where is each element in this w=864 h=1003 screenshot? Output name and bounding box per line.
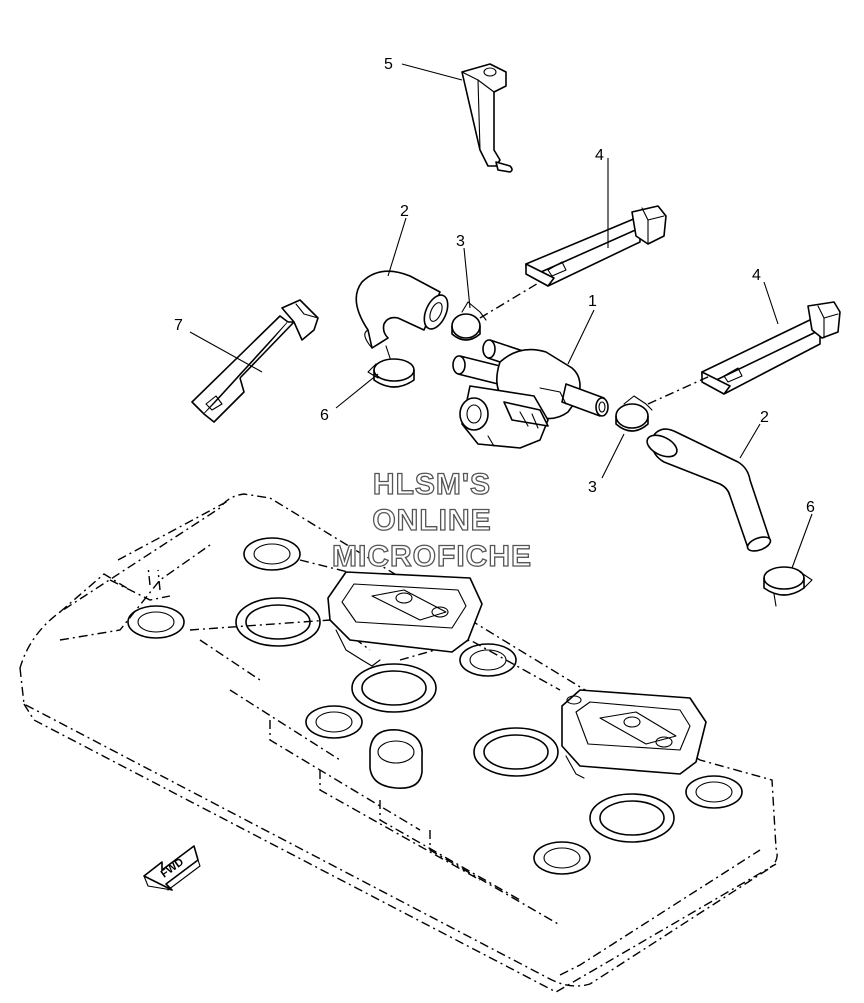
callout-4-upper: 4: [595, 147, 604, 164]
watermark: HLSM'S ONLINE MICROFICHE: [331, 467, 532, 573]
callout-7: 7: [174, 317, 183, 334]
part-6-clamp-right: [763, 566, 813, 607]
callout-3-upper: 3: [456, 233, 465, 250]
assembly-lines: [479, 281, 711, 405]
watermark-line-1: HLSM'S: [373, 468, 491, 501]
callout-6-left: 6: [320, 407, 329, 424]
callout-6-right: 6: [806, 499, 815, 516]
part-7-strap: [191, 299, 319, 423]
callout-3-lower: 3: [588, 479, 597, 496]
callout-4-right: 4: [752, 267, 761, 284]
reed-valve-housing-left: [327, 571, 483, 667]
part-1-air-cut-valve: [452, 339, 609, 449]
leader-lines: [189, 63, 813, 569]
fwd-direction-arrow: FWD: [143, 845, 201, 891]
part-3-clamp-upper: [451, 301, 487, 341]
part-4-strap-upper: [525, 205, 667, 287]
part-6-clamp-left: [367, 345, 415, 388]
part-4-strap-right: [701, 301, 841, 395]
part-5-bracket: [461, 63, 513, 173]
part-2-hose-upper: [355, 270, 449, 349]
reed-valve-housing-right: [561, 689, 707, 779]
callout-2-lower: 2: [760, 409, 769, 426]
part-3-clamp-lower: [615, 395, 653, 432]
callouts: 5 4 2 3 1 7 6 4 2 3 6: [174, 56, 815, 516]
watermark-line-2: ONLINE: [372, 504, 491, 537]
callout-1: 1: [588, 293, 597, 310]
callout-5: 5: [384, 56, 393, 73]
part-2-hose-lower: [646, 428, 772, 552]
watermark-line-3: MICROFICHE: [332, 540, 532, 573]
cylinder-head-cover: [19, 493, 778, 993]
callout-2-upper: 2: [400, 203, 409, 220]
